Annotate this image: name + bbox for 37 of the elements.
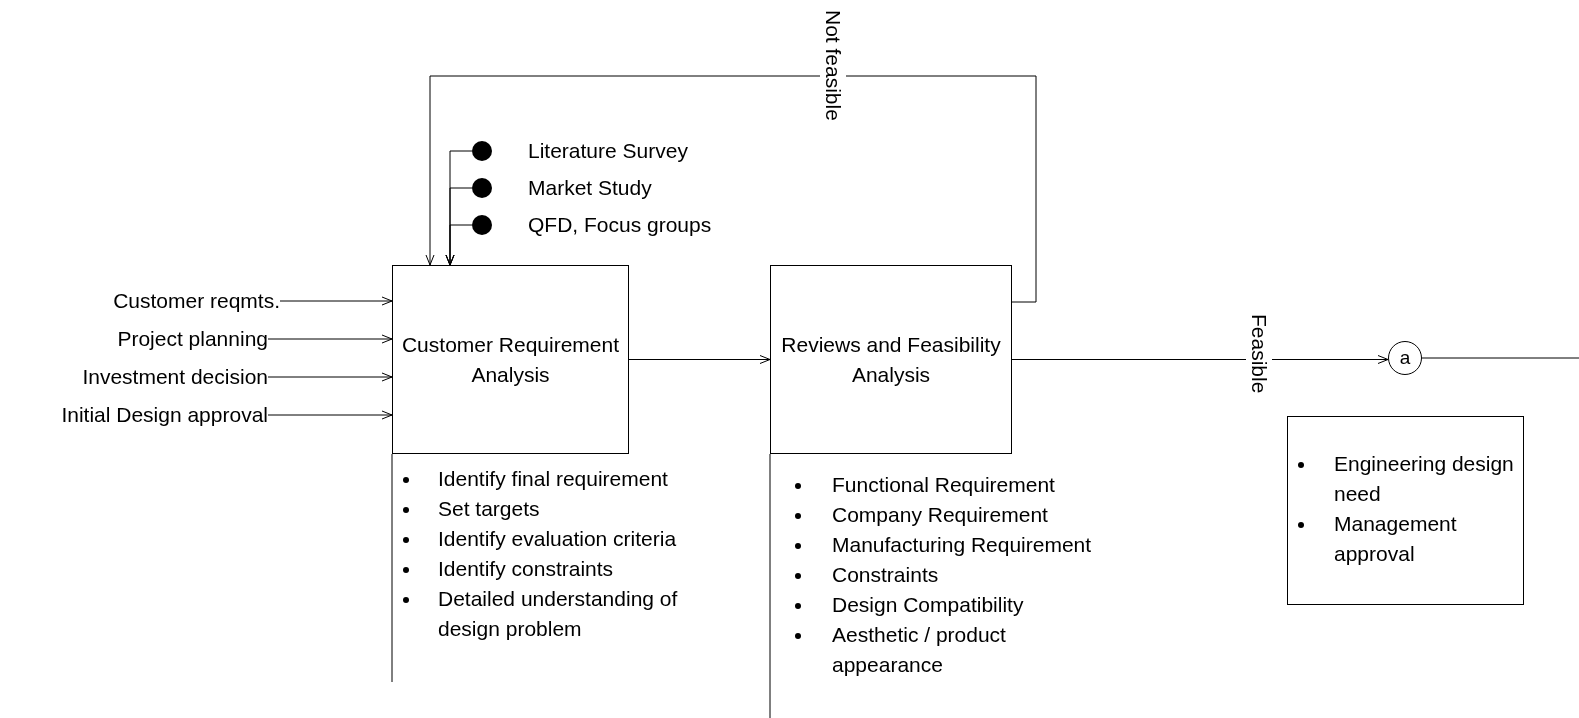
list-item: Management approval <box>1334 511 1458 567</box>
arrow <box>1011 355 1389 364</box>
connector-line <box>1421 357 1579 359</box>
list-item: Identify evaluation criteria <box>438 526 678 552</box>
list-item: Engineering design need <box>1334 451 1515 507</box>
input-label: Initial Design approval <box>6 400 268 430</box>
input-label: Market Study <box>528 175 652 201</box>
input-label: Literature Survey <box>528 138 688 164</box>
input-label: Customer reqmts. <box>60 286 280 316</box>
list-item: Manufacturing Requirement <box>832 532 1093 558</box>
list-item: Company Requirement <box>832 502 1049 528</box>
arrow <box>425 75 1037 303</box>
input-label: Project planning <box>60 324 268 354</box>
list-item: Detailed understanding of design problem <box>438 586 679 642</box>
process-box <box>392 265 629 454</box>
arrow <box>267 410 393 420</box>
list-item: Design Compatibility <box>832 592 1025 618</box>
list-item: Identify final requirement <box>438 466 669 492</box>
list-item: Aesthetic / product appearance <box>832 622 1007 678</box>
process-box <box>770 265 1012 454</box>
arrow <box>279 296 393 306</box>
box-title: Reviews and Feasibility Analysis <box>780 331 1002 388</box>
edge-label: Not feasible <box>820 8 846 123</box>
input-label: QFD, Focus groups <box>528 212 712 238</box>
list-item: Functional Requirement <box>832 472 1056 498</box>
arrow <box>445 224 473 266</box>
circle-label: a <box>1399 346 1411 370</box>
arrow <box>628 355 771 364</box>
note-box <box>1287 416 1524 605</box>
list-item: Identify constraints <box>438 556 615 582</box>
arrow <box>267 372 393 382</box>
list-item: Constraints <box>832 562 940 588</box>
list-item: Set targets <box>438 496 541 522</box>
input-label: Investment decision <box>20 362 268 392</box>
edge-label: Feasible <box>1246 312 1272 396</box>
box-title: Customer Requirement Analysis <box>401 331 620 388</box>
arrow <box>267 334 393 344</box>
